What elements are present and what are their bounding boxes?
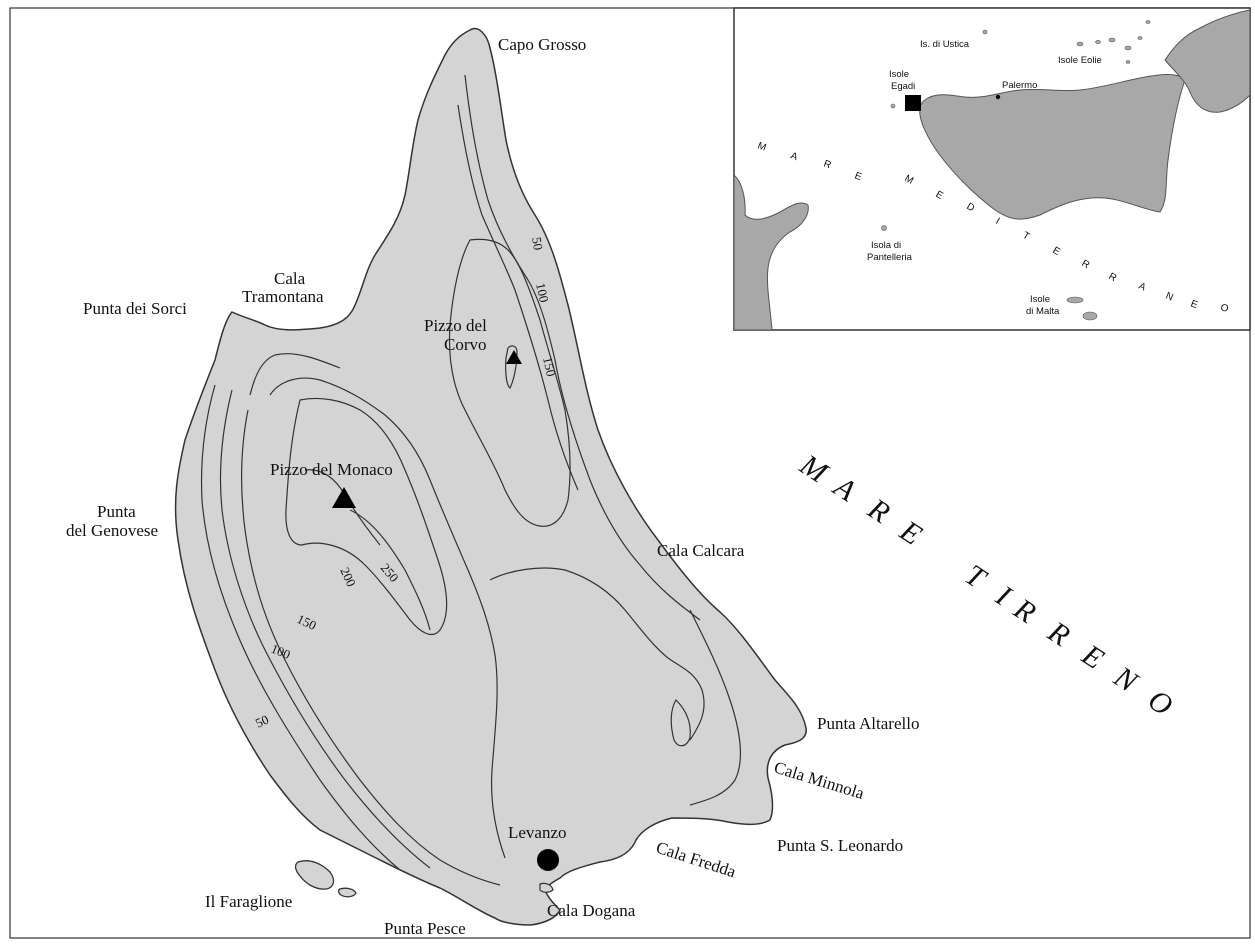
inset-sea-letter: N xyxy=(1164,291,1175,304)
inset-sea-label: M A R E M E D I T E R R A N E O xyxy=(756,140,1230,314)
inset-label-malta-1: Isole xyxy=(1030,294,1050,305)
inset-sea-letter: E xyxy=(934,189,946,202)
label-cala-dogana: Cala Dogana xyxy=(547,901,636,920)
inset-sea-letter: O xyxy=(1219,302,1230,315)
eolie-island xyxy=(1125,60,1131,64)
levanzo-town-marker xyxy=(537,849,559,871)
inset-sea-letter: I xyxy=(994,216,1002,227)
label-pizzo-del-monaco: Pizzo del Monaco xyxy=(270,460,393,479)
inset-label-palermo: Palermo xyxy=(1002,80,1037,91)
contour-label-200: 200 xyxy=(337,565,359,589)
eolie-island xyxy=(1145,20,1151,24)
inset-sea-letter: A xyxy=(1137,281,1148,294)
label-pizzo-del-corvo-2: Corvo xyxy=(444,335,487,354)
label-cala-calcara: Cala Calcara xyxy=(657,541,745,560)
eolie-island xyxy=(1076,41,1084,47)
pantelleria-island xyxy=(881,225,887,231)
contour-label-150-west: 150 xyxy=(295,611,319,633)
contour-label-100-east: 100 xyxy=(533,282,552,304)
tunisia xyxy=(734,174,809,330)
label-punta-pesce: Punta Pesce xyxy=(384,919,466,938)
contour-label-50-east: 50 xyxy=(529,236,546,251)
levanzo-island xyxy=(174,27,807,926)
contour-lines xyxy=(200,74,742,886)
inset-label-egadi-1: Isole xyxy=(889,69,909,80)
label-capo-grosso: Capo Grosso xyxy=(498,35,586,54)
egadi-island xyxy=(890,103,896,109)
ustica-island xyxy=(982,29,988,35)
contour-label-50-west: 50 xyxy=(253,712,271,731)
eolie-island xyxy=(1095,40,1101,44)
inset-sea-letter: E xyxy=(1189,298,1199,311)
faraglione-islet-small xyxy=(337,887,357,898)
inset-sea-letter: R xyxy=(822,158,833,171)
label-punta-s-leonardo: Punta S. Leonardo xyxy=(777,836,903,855)
label-punta-del-genovese-2: del Genovese xyxy=(66,521,158,540)
inset-map: Is. di Ustica Isole Eolie Isole Egadi Pa… xyxy=(733,7,1251,331)
inset-label-pantelleria-1: Isola di xyxy=(871,240,901,251)
eolie-island xyxy=(1137,36,1143,40)
pizzo-del-corvo-peak-marker xyxy=(506,350,522,364)
inset-sea-letter: R xyxy=(1080,258,1092,271)
malta-island-small xyxy=(1082,311,1098,321)
label-punta-dei-sorci: Punta dei Sorci xyxy=(83,299,187,318)
inset-label-ustica: Is. di Ustica xyxy=(920,39,970,50)
faraglione-islet xyxy=(294,860,335,890)
label-cala-tramontana-1: Cala xyxy=(274,269,306,288)
sicily xyxy=(919,74,1186,220)
inset-sea-letter: T xyxy=(1021,230,1032,243)
inset-label-eolie: Isole Eolie xyxy=(1058,55,1102,66)
inset-sea-letter: A xyxy=(789,150,799,163)
inset-sea-letter: M xyxy=(756,140,768,153)
palermo-dot xyxy=(995,94,1001,100)
dogana-islet xyxy=(539,882,554,893)
inset-sea-letter: D xyxy=(965,201,977,214)
pizzo-del-monaco-peak-marker xyxy=(332,487,356,508)
inset-sea-letter: E xyxy=(853,170,863,183)
contour-label-100-west: 100 xyxy=(269,641,293,662)
inset-sea-letter: E xyxy=(1051,245,1063,258)
label-punta-del-genovese-1: Punta xyxy=(97,502,136,521)
malta-island xyxy=(1066,296,1084,304)
inset-label-malta-2: di Malta xyxy=(1026,306,1060,317)
label-pizzo-del-corvo-1: Pizzo del xyxy=(424,316,487,335)
label-punta-altarello: Punta Altarello xyxy=(817,714,919,733)
inset-label-egadi-2: Egadi xyxy=(891,81,915,92)
inset-label-pantelleria-2: Pantelleria xyxy=(867,252,913,263)
calabria xyxy=(1164,9,1250,113)
eolie-island xyxy=(1124,45,1132,51)
egadi-location-marker xyxy=(905,95,921,111)
inset-sea-letter: R xyxy=(1107,271,1119,284)
label-levanzo: Levanzo xyxy=(508,823,567,842)
eolie-island xyxy=(1108,37,1116,43)
label-il-faraglione: Il Faraglione xyxy=(205,892,292,911)
contour-label-150-east: 150 xyxy=(540,356,559,378)
label-cala-tramontana-2: Tramontana xyxy=(242,287,324,306)
